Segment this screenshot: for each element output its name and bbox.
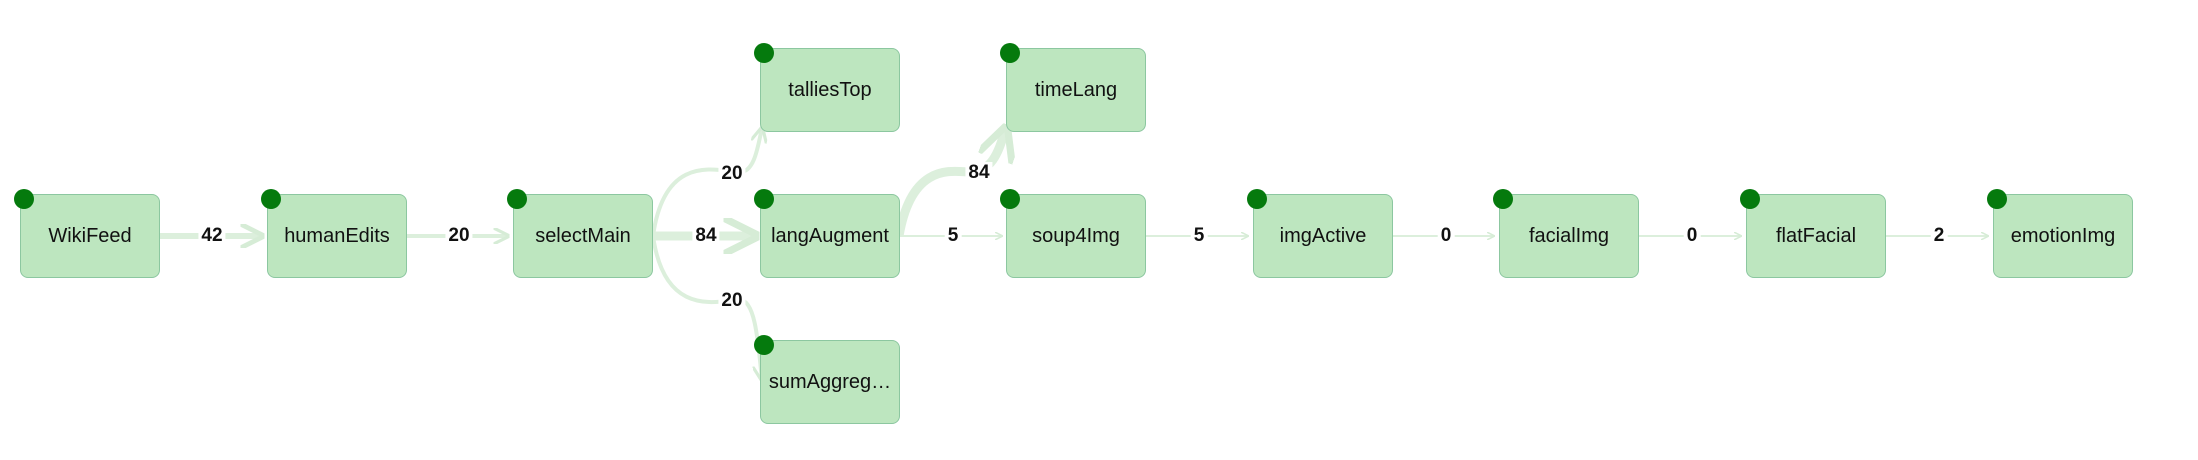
- edge-label-facialimg-flatfacial: 0: [1683, 225, 1701, 247]
- edge-label-selectmain-talliestop: 20: [718, 163, 746, 185]
- node-soup4img[interactable]: soup4Img: [1000, 189, 1146, 278]
- node-imgactive[interactable]: imgActive: [1247, 189, 1393, 278]
- edge-label-langaugment-soup4img: 5: [944, 225, 962, 247]
- status-dot-icon: [754, 335, 774, 355]
- edge-label-selectmain-langaugment: 84: [692, 225, 720, 247]
- edge-label-langaugment-timelang: 84: [965, 162, 993, 184]
- node-langaugment[interactable]: langAugment: [754, 189, 900, 278]
- status-dot-icon: [261, 189, 281, 209]
- status-dot-icon: [1493, 189, 1513, 209]
- node-emotionimg[interactable]: emotionImg: [1987, 189, 2133, 278]
- node-label: humanEdits: [284, 224, 390, 247]
- status-dot-icon: [1247, 189, 1267, 209]
- node-flatfacial[interactable]: flatFacial: [1740, 189, 1886, 278]
- node-wikifeed[interactable]: WikiFeed: [14, 189, 160, 278]
- node-talliestop[interactable]: talliesTop: [754, 43, 900, 132]
- node-selectmain[interactable]: selectMain: [507, 189, 653, 278]
- node-label: WikiFeed: [48, 224, 132, 247]
- node-facialimg[interactable]: facialImg: [1493, 189, 1639, 278]
- node-label: timeLang: [1034, 78, 1118, 101]
- status-dot-icon: [14, 189, 34, 209]
- edge-label-selectmain-sumaggreg: 20: [718, 290, 746, 312]
- node-label: flatFacial: [1775, 224, 1857, 247]
- node-timelang[interactable]: timeLang: [1000, 43, 1146, 132]
- status-dot-icon: [507, 189, 527, 209]
- edge-selectmain-talliestop: [651, 128, 762, 237]
- edge-label-humanedits-selectmain: 20: [445, 225, 473, 247]
- node-label: emotionImg: [2010, 224, 2116, 247]
- status-dot-icon: [754, 43, 774, 63]
- node-label: talliesTop: [788, 78, 872, 101]
- node-humanedits[interactable]: humanEdits: [261, 189, 407, 278]
- node-sumaggreg[interactable]: sumAggreg…: [754, 335, 900, 424]
- node-label: selectMain: [535, 224, 631, 247]
- edge-label-flatfacial-emotionimg: 2: [1930, 225, 1948, 247]
- edge-label-soup4img-imgactive: 5: [1190, 225, 1208, 247]
- status-dot-icon: [754, 189, 774, 209]
- edge-label-imgactive-facialimg: 0: [1437, 225, 1455, 247]
- edge-selectmain-sumaggreg: [651, 235, 762, 380]
- edge-label-wikifeed-humanedits: 42: [198, 225, 226, 247]
- status-dot-icon: [1987, 189, 2007, 209]
- status-dot-icon: [1000, 189, 1020, 209]
- node-label: sumAggreg…: [768, 370, 892, 393]
- node-label: langAugment: [771, 224, 889, 247]
- node-label: imgActive: [1279, 224, 1367, 247]
- node-label: soup4Img: [1032, 224, 1120, 247]
- node-label: facialImg: [1528, 224, 1610, 247]
- status-dot-icon: [1740, 189, 1760, 209]
- status-dot-icon: [1000, 43, 1020, 63]
